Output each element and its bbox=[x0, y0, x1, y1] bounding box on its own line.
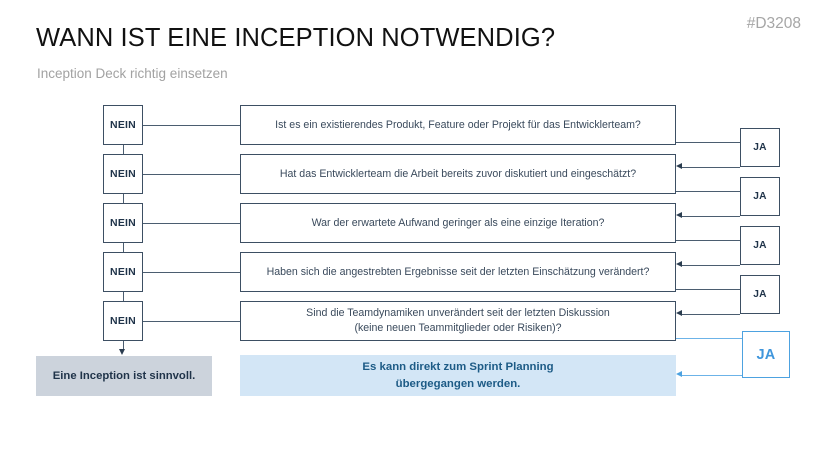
arrow-into-question2 bbox=[676, 163, 682, 170]
connector-question1-ja1 bbox=[676, 142, 740, 143]
result-box-sprint-planning[interactable]: Es kann direkt zum Sprint Planning überg… bbox=[240, 355, 676, 396]
question-text-2: Hat das Entwicklerteam die Arbeit bereit… bbox=[279, 167, 637, 180]
connector-ja1-question2 bbox=[682, 167, 740, 168]
question-box-5[interactable]: Sind die Teamdynamiken unverändert seit … bbox=[240, 301, 676, 341]
ja-label-2: JA bbox=[753, 191, 767, 202]
connector-ja4-question5 bbox=[682, 314, 740, 315]
arrow-to-inception-result bbox=[119, 349, 126, 355]
page-title: WANN IST EINE INCEPTION NOTWENDIG? bbox=[36, 24, 556, 52]
ja-box-4[interactable]: JA bbox=[740, 275, 780, 314]
ja-label-5: JA bbox=[756, 346, 776, 363]
result-sprint-label-line2: übergegangen werden. bbox=[395, 377, 521, 390]
connector-nein-1-2 bbox=[123, 145, 124, 154]
nein-box-1[interactable]: NEIN bbox=[103, 105, 143, 145]
result-sprint-label-line1: Es kann direkt zum Sprint Planning bbox=[362, 361, 554, 374]
question-box-2[interactable]: Hat das Entwicklerteam die Arbeit bereit… bbox=[240, 154, 676, 194]
connector-nein2-question2 bbox=[140, 174, 240, 175]
nein-box-3[interactable]: NEIN bbox=[103, 203, 143, 243]
ja-box-3[interactable]: JA bbox=[740, 226, 780, 265]
connector-ja2-question3 bbox=[682, 216, 740, 217]
ja-label-4: JA bbox=[753, 289, 767, 300]
nein-label-2: NEIN bbox=[110, 168, 136, 180]
connector-nein-2-3 bbox=[123, 194, 124, 203]
connector-nein-5-result bbox=[123, 341, 124, 350]
slide-code-badge: #D3208 bbox=[746, 15, 801, 32]
connector-question2-ja2 bbox=[676, 191, 740, 192]
connector-nein-4-5 bbox=[123, 292, 124, 301]
question-text-3: War der erwartete Aufwand geringer als e… bbox=[311, 216, 605, 229]
nein-box-4[interactable]: NEIN bbox=[103, 252, 143, 292]
nein-box-5[interactable]: NEIN bbox=[103, 301, 143, 341]
connector-question5-ja5 bbox=[676, 338, 742, 339]
result-inception-label: Eine Inception ist sinnvoll. bbox=[52, 370, 196, 382]
arrow-into-question3 bbox=[676, 212, 682, 219]
ja-label-3: JA bbox=[753, 240, 767, 251]
question-text-5-line2: (keine neuen Teammitglieder oder Risiken… bbox=[354, 322, 562, 334]
connector-nein3-question3 bbox=[140, 223, 240, 224]
question-box-1[interactable]: Ist es ein existierendes Produkt, Featur… bbox=[240, 105, 676, 145]
connector-nein1-question1 bbox=[140, 125, 240, 126]
connector-question4-ja4 bbox=[676, 289, 740, 290]
ja-box-2[interactable]: JA bbox=[740, 177, 780, 216]
result-sprint-label: Es kann direkt zum Sprint Planning überg… bbox=[362, 359, 553, 391]
connector-question3-ja3 bbox=[676, 240, 740, 241]
connector-ja5-sprint-result bbox=[682, 375, 742, 376]
connector-nein-3-4 bbox=[123, 243, 124, 252]
nein-label-4: NEIN bbox=[110, 266, 136, 278]
question-box-4[interactable]: Haben sich die angestrebten Ergebnisse s… bbox=[240, 252, 676, 292]
result-box-inception[interactable]: Eine Inception ist sinnvoll. bbox=[36, 356, 212, 396]
nein-label-3: NEIN bbox=[110, 217, 136, 229]
arrow-into-question4 bbox=[676, 261, 682, 268]
connector-nein5-question5 bbox=[140, 321, 240, 322]
question-text-4: Haben sich die angestrebten Ergebnisse s… bbox=[266, 265, 650, 278]
question-text-5: Sind die Teamdynamiken unverändert seit … bbox=[306, 306, 610, 335]
question-text-5-line1: Sind die Teamdynamiken unverändert seit … bbox=[306, 307, 610, 320]
question-text-1: Ist es ein existierendes Produkt, Featur… bbox=[275, 118, 641, 131]
connector-nein4-question4 bbox=[140, 272, 240, 273]
nein-box-2[interactable]: NEIN bbox=[103, 154, 143, 194]
ja-box-5[interactable]: JA bbox=[742, 331, 790, 378]
nein-label-1: NEIN bbox=[110, 119, 136, 131]
ja-label-1: JA bbox=[753, 142, 767, 153]
page-subtitle: Inception Deck richtig einsetzen bbox=[37, 66, 228, 81]
connector-ja3-question4 bbox=[682, 265, 740, 266]
nein-label-5: NEIN bbox=[110, 315, 136, 327]
arrow-into-sprint-result bbox=[676, 371, 682, 378]
question-box-3[interactable]: War der erwartete Aufwand geringer als e… bbox=[240, 203, 676, 243]
arrow-into-question5 bbox=[676, 310, 682, 317]
ja-box-1[interactable]: JA bbox=[740, 128, 780, 167]
